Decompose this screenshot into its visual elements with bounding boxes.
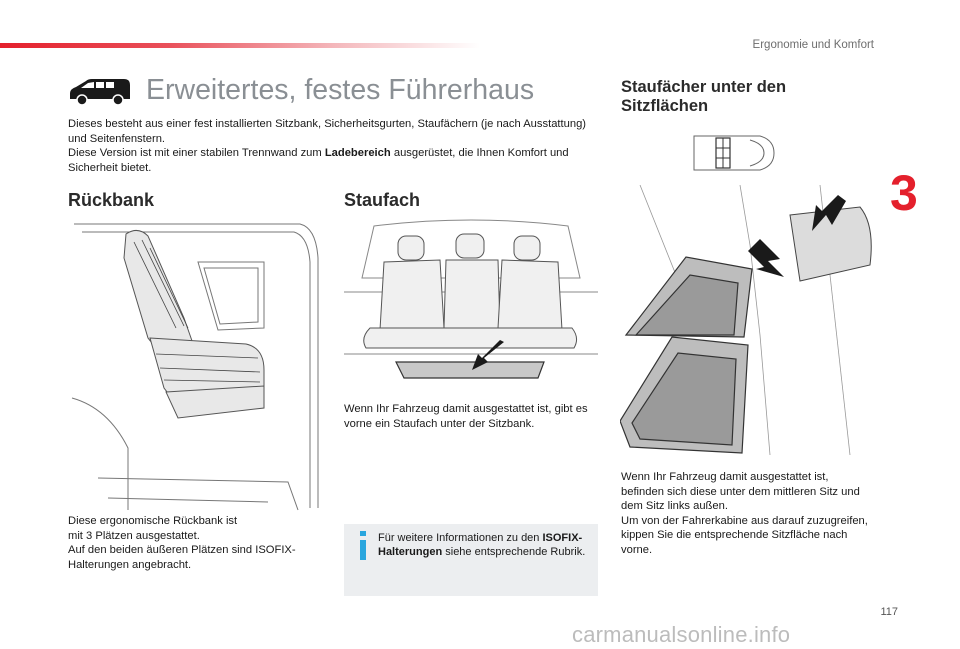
info-bold-term: ISOFIX-Halterungen	[378, 532, 583, 559]
rueckbank-heading: Rückbank	[68, 190, 155, 210]
sitzflaechen-illustration	[620, 185, 875, 455]
info-icon	[360, 531, 366, 560]
staufach-text: Wenn Ihr Fahrzeug damit ausgestattet ist…	[344, 403, 588, 430]
header-accent-bar	[0, 43, 480, 48]
sitzflaechen-heading-line: Sitzflächen	[621, 96, 709, 115]
sitzflaechen-text-line: Wenn Ihr Fahrzeug damit ausgestattet ist…	[621, 471, 860, 513]
intro-paragraph-1: Dieses besteht aus einer fest installier…	[68, 118, 587, 145]
rueckbank-text-line: Auf den beiden äußeren Plätzen sind ISOF…	[68, 544, 296, 571]
rueckbank-illustration	[68, 218, 320, 511]
car-top-view-icon	[690, 132, 775, 174]
sitzflaechen-text-line: Um von der Fahrerkabine aus darauf zuzug…	[621, 514, 868, 556]
intro-text-part: ausgerüstet, die Ihnen Komfort und Siche…	[68, 147, 569, 174]
info-text-part: Für weitere Informationen zu den	[378, 532, 543, 544]
intro-text: Dieses besteht aus einer fest installier…	[68, 117, 593, 175]
staufach-heading: Staufach	[344, 190, 421, 210]
intro-bold-term: Ladebereich	[324, 147, 391, 160]
sitzflaechen-heading: Staufächer unter den Sitzflächen	[621, 78, 881, 115]
section-title: Ergonomie und Komfort	[752, 39, 874, 51]
rueckbank-text: Diese ergonomische Rückbank ist mit 3 Pl…	[68, 514, 320, 572]
arrow-icon	[472, 340, 504, 370]
van-icon	[70, 79, 130, 106]
info-text-part: siehe entsprechende Rubrik.	[442, 546, 586, 559]
sitzflaechen-heading-line: Staufächer unter den	[621, 78, 787, 96]
info-box: Für weitere Informationen zu den ISOFIX-…	[344, 524, 598, 596]
page-number: 117	[880, 606, 898, 618]
chapter-number: 3	[890, 165, 918, 221]
intro-text-part: Diese Version ist mit einer stabilen Tre…	[68, 147, 325, 160]
intro-paragraph-2: Diese Version ist mit einer stabilen Tre…	[68, 146, 593, 175]
page-title: Erweitertes, festes Führerhaus	[146, 74, 535, 106]
staufach-illustration	[344, 218, 598, 386]
rueckbank-text-line: Diese ergonomische Rückbank ist	[68, 515, 238, 527]
sitzflaechen-text: Wenn Ihr Fahrzeug damit ausgestattet ist…	[621, 470, 873, 558]
info-text: Für weitere Informationen zu den ISOFIX-…	[378, 531, 588, 560]
rueckbank-text-line: mit 3 Plätzen ausgestattet.	[68, 529, 200, 542]
watermark[interactable]: carmanualsonline.info	[572, 622, 791, 647]
